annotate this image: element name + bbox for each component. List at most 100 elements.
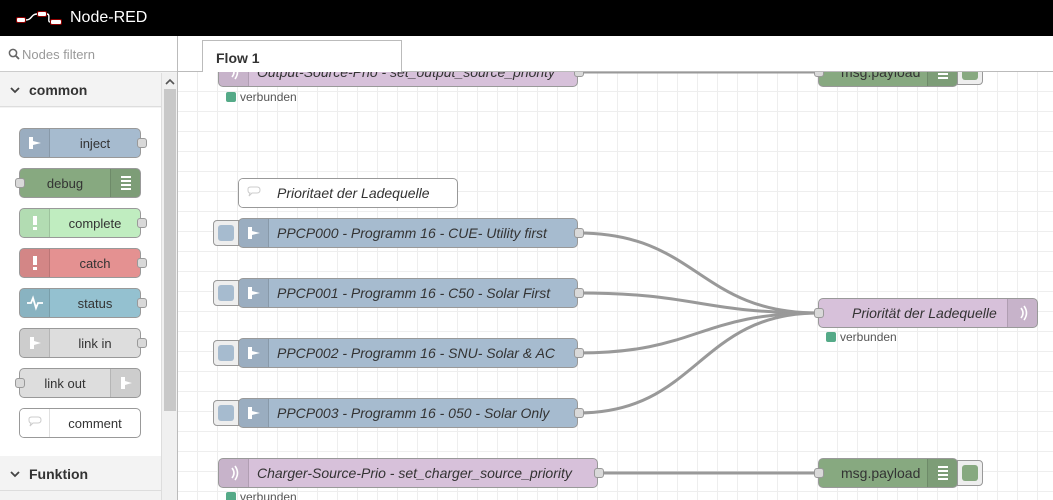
- header-bar: Node-RED: [0, 0, 1053, 36]
- chevron-down-icon: [10, 87, 20, 94]
- output-port: [137, 258, 147, 268]
- palette-category-label: Funktion: [29, 466, 89, 482]
- node-label: PPCP001 - Programm 16 - C50 - Solar Firs…: [277, 285, 551, 301]
- palette-node-label: catch: [79, 256, 111, 271]
- output-port: [137, 218, 147, 228]
- inject-trigger-button[interactable]: [213, 280, 239, 306]
- workspace-tabs: Flow 1: [178, 36, 1053, 73]
- chevron-down-icon: [10, 471, 20, 478]
- wire-inject-0-to-prio: [577, 231, 819, 315]
- output-port: [574, 348, 584, 358]
- node-label: Output-Source-Prio - set_output_source_p…: [257, 72, 556, 80]
- palette-node-label: link out: [44, 376, 86, 391]
- palette-scrollbar[interactable]: [161, 73, 177, 500]
- chevron-up-icon[interactable]: [165, 77, 175, 87]
- inject-arrow-icon: [248, 287, 260, 299]
- palette-node-label: complete: [68, 216, 122, 231]
- debug-toggle-button[interactable]: [957, 72, 983, 85]
- palette-node-link-out[interactable]: link out: [15, 368, 141, 398]
- debug-node-msg-payload-top[interactable]: msg.payload: [814, 72, 958, 87]
- node-label: PPCP002 - Programm 16 - SNU- Solar & AC: [277, 345, 556, 361]
- inject-arrow-icon: [248, 347, 260, 359]
- inject-node-ppcp001[interactable]: PPCP001 - Programm 16 - C50 - Solar Firs…: [238, 278, 584, 308]
- output-port: [574, 72, 584, 77]
- node-label: Priorität der Ladequelle: [852, 305, 997, 321]
- palette-category-body: inject debug complete: [0, 108, 161, 456]
- inject-arrow-icon: [248, 407, 260, 419]
- input-port: [15, 178, 25, 188]
- palette-node-link-in[interactable]: link in: [19, 328, 147, 358]
- mqtt-out-node-charger-source[interactable]: Charger-Source-Prio - set_charger_source…: [218, 458, 604, 488]
- inject-node-ppcp003[interactable]: PPCP003 - Programm 16 - 050 - Solar Only: [238, 398, 584, 428]
- debug-toggle-button[interactable]: [957, 460, 983, 486]
- inject-trigger-button[interactable]: [213, 220, 239, 246]
- link-in-arrow-icon: [30, 337, 41, 349]
- status-connected-dot: [826, 332, 836, 342]
- wire-inject-3-to-prio: [577, 311, 819, 415]
- palette-category-common[interactable]: common: [0, 73, 161, 107]
- palette-node-catch[interactable]: catch: [19, 248, 147, 278]
- palette-node-inject[interactable]: inject: [19, 128, 147, 158]
- output-port: [137, 338, 147, 348]
- speech-bubble-icon: [247, 186, 261, 197]
- mqtt-wave-icon: [231, 72, 239, 80]
- output-port: [137, 138, 147, 148]
- output-port: [594, 468, 604, 478]
- inject-node-ppcp000[interactable]: PPCP000 - Programm 16 - CUE- Utility fir…: [238, 218, 584, 248]
- search-icon: [8, 48, 20, 60]
- palette-node-debug[interactable]: debug: [15, 168, 141, 198]
- output-port: [574, 228, 584, 238]
- speech-bubble-icon: [28, 416, 42, 427]
- status-connected-dot: [226, 92, 236, 102]
- wire-inject-1-to-prio: [577, 291, 819, 315]
- scrollbar-thumb[interactable]: [164, 89, 176, 411]
- palette-node-status[interactable]: status: [19, 288, 147, 318]
- app-title: Node-RED: [70, 9, 148, 26]
- pulse-icon: [27, 295, 43, 311]
- output-port: [574, 288, 584, 298]
- palette-node-label: debug: [46, 176, 84, 191]
- palette-filter-input[interactable]: [22, 43, 170, 65]
- palette-node-complete[interactable]: complete: [19, 208, 147, 238]
- palette-category-funktion[interactable]: Funktion: [0, 457, 161, 491]
- mqtt-out-node-prio-ladequelle[interactable]: Priorität der Ladequelle: [814, 298, 1038, 328]
- palette-node-label: link in: [78, 336, 112, 351]
- palette-category-label: common: [29, 82, 88, 98]
- input-port: [814, 468, 824, 478]
- flow-canvas[interactable]: Output-Source-Prio - set_output_source_p…: [178, 72, 1053, 500]
- node-label: msg.payload: [841, 72, 921, 80]
- node-red-logo-icon: [16, 11, 62, 25]
- wire-inject-2-to-prio: [577, 311, 819, 355]
- node-label: msg.payload: [841, 465, 921, 481]
- input-port: [814, 72, 824, 77]
- exclamation-icon: [33, 216, 37, 230]
- exclamation-icon: [33, 256, 37, 270]
- debug-list-icon: [121, 176, 131, 190]
- node-label: PPCP000 - Programm 16 - CUE- Utility fir…: [277, 225, 547, 241]
- tab-flow-1[interactable]: Flow 1: [202, 40, 402, 73]
- mqtt-wave-icon: [231, 465, 239, 481]
- palette-node-label: inject: [79, 136, 111, 151]
- debug-node-msg-payload-bottom[interactable]: msg.payload: [814, 458, 958, 488]
- input-port: [15, 378, 25, 388]
- comment-node[interactable]: Prioritaet der Ladequelle: [238, 178, 458, 208]
- palette-search: [0, 36, 177, 72]
- link-out-arrow-icon: [121, 377, 132, 389]
- node-label: PPCP003 - Programm 16 - 050 - Solar Only: [277, 405, 550, 421]
- palette-node-label: status: [77, 296, 113, 311]
- node-palette: common inject debug: [0, 36, 178, 500]
- node-label: Prioritaet der Ladequelle: [277, 185, 430, 201]
- mqtt-wave-icon: [1020, 305, 1028, 321]
- debug-list-icon: [938, 466, 948, 480]
- output-port: [137, 298, 147, 308]
- status-connected-dot: [226, 492, 236, 500]
- wires-layer: [577, 72, 819, 475]
- inject-trigger-button[interactable]: [213, 400, 239, 426]
- inject-node-ppcp002[interactable]: PPCP002 - Programm 16 - SNU- Solar & AC: [238, 338, 584, 368]
- inject-trigger-button[interactable]: [213, 340, 239, 366]
- node-label: Charger-Source-Prio - set_charger_source…: [257, 465, 572, 481]
- palette-node-comment[interactable]: comment: [19, 408, 141, 438]
- inject-arrow-icon: [29, 137, 41, 149]
- input-port: [814, 308, 824, 318]
- mqtt-out-node-output-source[interactable]: Output-Source-Prio - set_output_source_p…: [218, 72, 584, 87]
